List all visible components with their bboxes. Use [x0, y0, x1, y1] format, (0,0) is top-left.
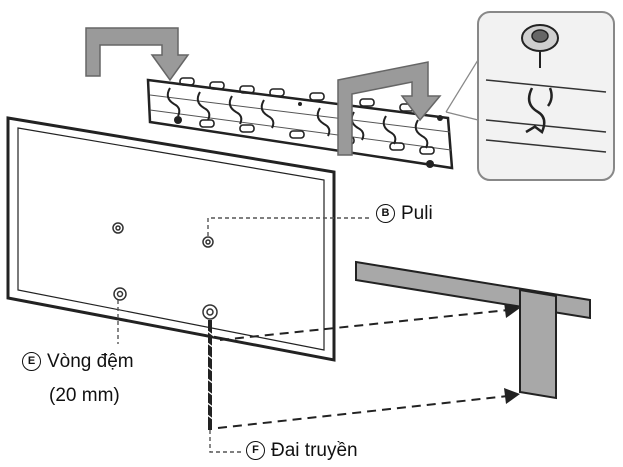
callout-badge-b: B — [376, 204, 395, 223]
tv-mount-holes — [112, 222, 218, 320]
fastening-arrows — [217, 309, 509, 429]
wall-stand — [355, 260, 591, 400]
hook-detail-inset — [445, 11, 615, 181]
leader-lines — [117, 217, 372, 453]
arrow-heads — [504, 302, 520, 404]
hang-arrow-right — [337, 61, 442, 156]
hang-arrow-left — [85, 27, 190, 82]
belt — [205, 320, 215, 430]
bracket-screws — [174, 102, 443, 168]
callout-badge-e: E — [22, 352, 41, 371]
tv-back — [6, 116, 336, 362]
callout-pulley: B Puli — [376, 204, 433, 223]
callout-belt-text: Đai truyền — [271, 440, 358, 461]
callout-washer: E Vòng đệm — [22, 352, 134, 371]
callout-washer-text: Vòng đệm — [47, 351, 134, 372]
callout-badge-f: F — [246, 441, 265, 460]
callout-pulley-text: Puli — [401, 203, 433, 224]
callout-washer-size: (20 mm) — [49, 385, 120, 406]
callout-belt: F Đai truyền — [246, 441, 358, 460]
